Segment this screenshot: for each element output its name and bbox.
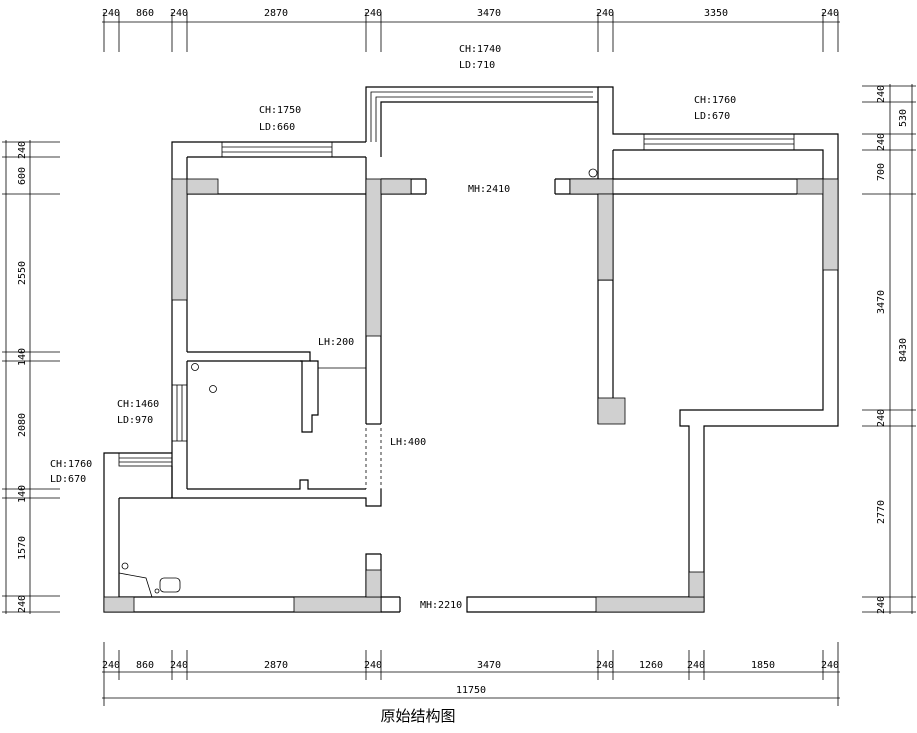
dim-left-7: 1570 — [17, 536, 28, 560]
dim-right-5: 3470 — [876, 290, 887, 314]
dim-top-4: 2870 — [264, 8, 288, 19]
windows — [118, 91, 795, 489]
dim-bottom-total: 11750 — [456, 685, 486, 696]
dim-right-6: 240 — [876, 409, 887, 427]
dim-bottom-2: 860 — [136, 660, 154, 671]
dim-bottom-6: 3470 — [477, 660, 501, 671]
window-top-height: CH:1740 — [459, 44, 501, 55]
top-dimension-line: 240 860 240 2870 240 3470 240 3350 240 — [102, 8, 840, 52]
dim-bottom-11: 240 — [821, 660, 839, 671]
door-top-height: MH:2410 — [468, 184, 510, 195]
dim-left-6: 140 — [17, 485, 28, 503]
window-bath-sill: LD:970 — [117, 415, 153, 426]
pipe-icon — [121, 562, 129, 570]
dim-top-3: 240 — [170, 8, 188, 19]
dim-top-7: 240 — [596, 8, 614, 19]
window-bath-height: CH:1460 — [117, 399, 159, 410]
drawing-title: 原始结构图 — [380, 707, 455, 725]
annotations: CH:1740 LD:710 CH:1750 LD:660 CH:1760 LD… — [50, 44, 736, 611]
window-left-room-height: CH:1750 — [259, 105, 301, 116]
dim-bottom-3: 240 — [170, 660, 188, 671]
dim-bottom-8: 1260 — [639, 660, 663, 671]
left-dimension-line: 240 600 2550 140 2080 140 1570 240 — [2, 140, 60, 614]
dim-right-4: 700 — [876, 163, 887, 181]
window-right-room-sill: LD:670 — [694, 111, 730, 122]
dim-right-8: 240 — [876, 596, 887, 614]
bottom-dimension-line: 240 860 240 2870 240 3470 240 1260 240 1… — [102, 642, 840, 706]
window-kitchen-height: CH:1760 — [50, 459, 92, 470]
dim-right-7: 2770 — [876, 500, 887, 524]
dim-bottom-9: 240 — [687, 660, 705, 671]
dim-top-2: 860 — [136, 8, 154, 19]
opening-lh-200: LH:200 — [318, 337, 354, 348]
pipe-icon — [209, 385, 217, 393]
dim-bottom-4: 2870 — [264, 660, 288, 671]
dim-top-1: 240 — [102, 8, 120, 19]
dim-bottom-7: 240 — [596, 660, 614, 671]
gas-meter-icon — [154, 588, 160, 594]
pipe-icon — [588, 168, 598, 178]
window-kitchen-sill: LD:670 — [50, 474, 86, 485]
dim-right-3: 240 — [876, 133, 887, 151]
opening-lh-400: LH:400 — [390, 437, 426, 448]
dim-bottom-1: 240 — [102, 660, 120, 671]
dim-right-2: 530 — [898, 109, 909, 127]
dim-bottom-5: 240 — [364, 660, 382, 671]
walls — [103, 86, 839, 613]
kitchen-counter-icon — [118, 572, 153, 598]
dim-top-6: 3470 — [477, 8, 501, 19]
door-bottom-height: MH:2210 — [420, 600, 462, 611]
columns — [103, 178, 839, 613]
dim-left-1: 240 — [17, 141, 28, 159]
right-dimension-line: 240 530 240 700 3470 240 2770 240 8430 — [862, 84, 916, 614]
dim-left-5: 2080 — [17, 413, 28, 437]
dim-top-5: 240 — [364, 8, 382, 19]
fixtures — [118, 168, 598, 598]
dim-left-8: 240 — [17, 595, 28, 613]
dim-right-1: 240 — [876, 85, 887, 103]
dim-left-4: 140 — [17, 348, 28, 366]
window-left-room-sill: LD:660 — [259, 122, 295, 133]
pipe-icon — [191, 363, 199, 371]
dim-bottom-10: 1850 — [751, 660, 775, 671]
dim-left-2: 600 — [17, 167, 28, 185]
window-right-room-height: CH:1760 — [694, 95, 736, 106]
dim-top-8: 3350 — [704, 8, 728, 19]
dim-right-total: 8430 — [898, 338, 909, 362]
gas-meter-icon — [159, 577, 181, 593]
dim-top-9: 240 — [821, 8, 839, 19]
dim-left-3: 2550 — [17, 261, 28, 285]
window-top-sill: LD:710 — [459, 60, 495, 71]
